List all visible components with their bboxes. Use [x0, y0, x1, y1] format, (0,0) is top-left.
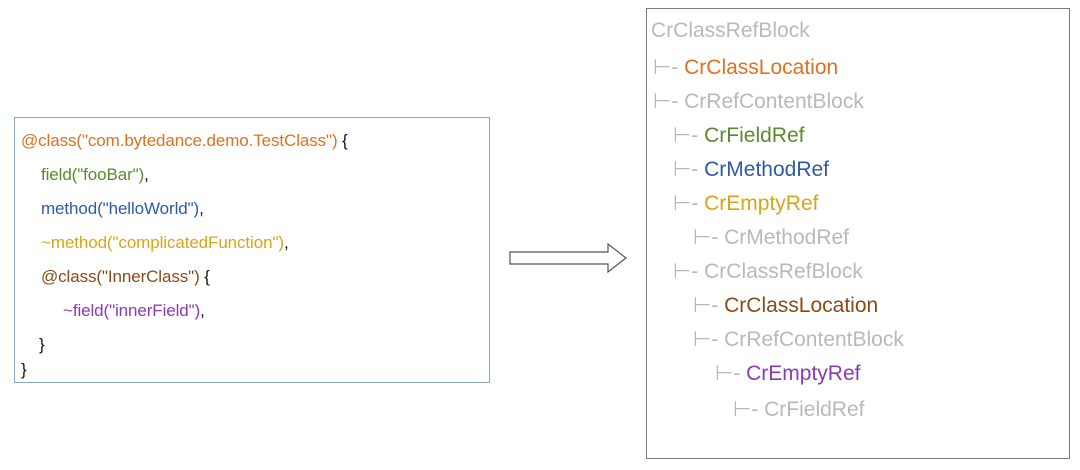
code-line: field("fooBar"), — [41, 163, 149, 187]
code-punct: , — [283, 233, 289, 252]
branch-icon: ⊢- — [673, 158, 705, 181]
tree-panel: CrClassRefBlock ⊢- CrClassLocation ⊢- Cr… — [646, 8, 1070, 459]
code-line: } — [21, 358, 27, 382]
tree-node: ⊢- CrMethodRef — [673, 155, 829, 185]
code-token: } — [21, 360, 27, 379]
tree-node-root: CrClassRefBlock — [651, 16, 810, 46]
tree-node-label: CrMethodRef — [704, 158, 830, 181]
code-line: } — [39, 333, 45, 357]
code-punct: , — [199, 199, 204, 218]
code-line: ~field("innerField"), — [63, 299, 205, 323]
code-line: @class("InnerClass") { — [41, 265, 210, 289]
branch-icon: ⊢- — [653, 56, 685, 79]
tree-node-label: CrRefContentBlock — [684, 90, 864, 113]
code-panel: @class("com.bytedance.demo.TestClass") {… — [14, 117, 490, 383]
tree-node-label: CrClassRefBlock — [651, 19, 810, 42]
branch-icon: ⊢- — [673, 260, 705, 283]
code-line: method("helloWorld"), — [41, 197, 204, 221]
tree-node-label: CrEmptyRef — [746, 362, 861, 385]
branch-icon: ⊢- — [693, 294, 725, 317]
code-token: ~method("complicatedFunction") — [41, 233, 284, 252]
tree-node: ⊢- CrEmptyRef — [715, 359, 860, 389]
branch-icon: ⊢- — [693, 328, 725, 351]
tree-node: ⊢- CrEmptyRef — [673, 189, 818, 219]
right-arrow-icon — [508, 242, 628, 274]
branch-icon: ⊢- — [673, 124, 705, 147]
code-line: @class("com.bytedance.demo.TestClass") { — [21, 129, 348, 153]
tree-node: ⊢- CrFieldRef — [733, 395, 864, 425]
tree-node-label: CrEmptyRef — [704, 192, 819, 215]
code-punct: , — [144, 165, 149, 184]
tree-node-label: CrFieldRef — [764, 398, 865, 421]
tree-node-label: CrRefContentBlock — [724, 328, 904, 351]
tree-node: ⊢- CrClassRefBlock — [673, 257, 863, 287]
tree-node-label: CrClassLocation — [724, 294, 879, 317]
code-token: @class("com.bytedance.demo.TestClass") — [21, 131, 338, 150]
code-token: @class("InnerClass") — [41, 267, 200, 286]
branch-icon: ⊢- — [693, 226, 725, 249]
code-token: method("helloWorld") — [41, 199, 200, 218]
branch-icon: ⊢- — [715, 362, 747, 385]
code-punct: { — [199, 267, 210, 286]
tree-node: ⊢- CrRefContentBlock — [693, 325, 904, 355]
tree-node: ⊢- CrClassLocation — [653, 53, 838, 83]
tree-node: ⊢- CrFieldRef — [673, 121, 804, 151]
code-token: ~field("innerField") — [63, 301, 201, 320]
tree-node-label: CrClassRefBlock — [704, 260, 863, 283]
code-token: } — [39, 335, 45, 354]
tree-node-label: CrMethodRef — [724, 226, 850, 249]
branch-icon: ⊢- — [653, 90, 685, 113]
tree-node: ⊢- CrClassLocation — [693, 291, 878, 321]
code-line: ~method("complicatedFunction"), — [41, 231, 289, 255]
branch-icon: ⊢- — [733, 398, 765, 421]
tree-node: ⊢- CrRefContentBlock — [653, 87, 864, 117]
tree-node-label: CrFieldRef — [704, 124, 805, 147]
code-punct: { — [337, 131, 348, 150]
tree-node-label: CrClassLocation — [684, 56, 839, 79]
code-punct: , — [200, 301, 205, 320]
code-token: field("fooBar") — [41, 165, 145, 184]
branch-icon: ⊢- — [673, 192, 705, 215]
tree-node: ⊢- CrMethodRef — [693, 223, 849, 253]
